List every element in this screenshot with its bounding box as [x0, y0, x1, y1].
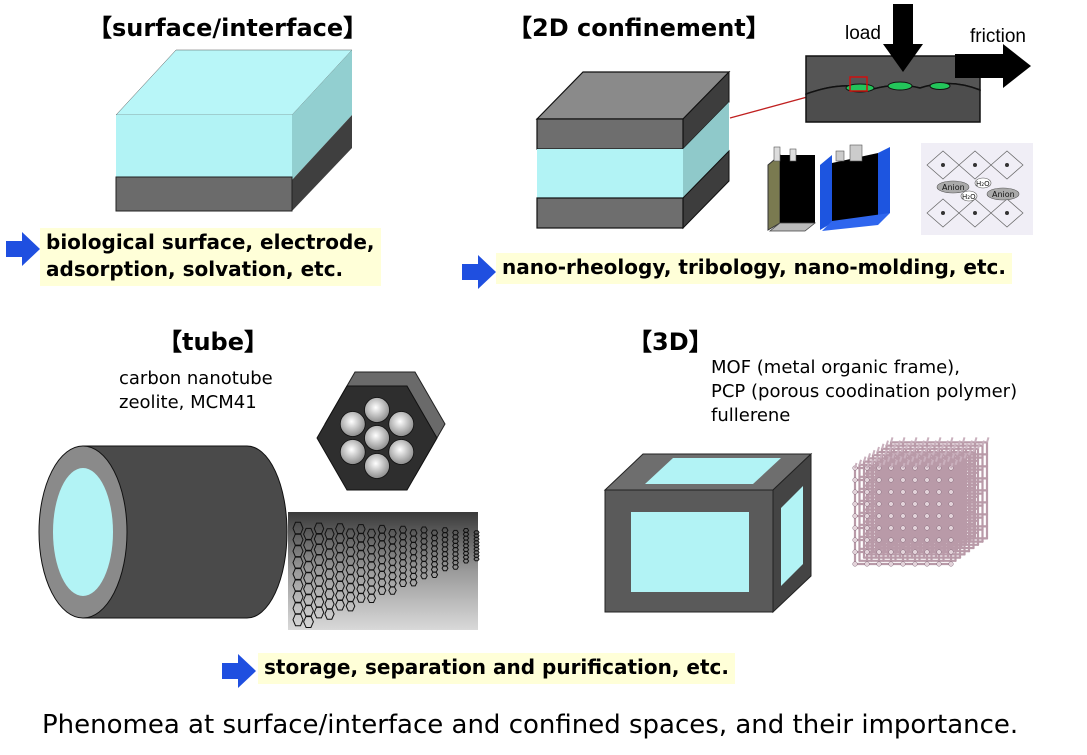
tube-cylinder-illustration [38, 445, 288, 619]
anion-label-1: Anion [942, 183, 965, 192]
surface-note-line-2: adsorption, solvation, etc. [46, 257, 344, 281]
mof-lattice-illustration [852, 437, 990, 567]
surface-applications-note: biological surface, electrode, adsorptio… [40, 228, 381, 286]
surface-block-illustration [115, 49, 353, 212]
load-label: load [845, 23, 881, 44]
friction-inset-illustration [805, 55, 981, 123]
confinement-applications-note: nano-rheology, tribology, nano-molding, … [496, 253, 1012, 284]
tube-examples: carbon nanotube zeolite, MCM41 [119, 367, 273, 415]
blue-arrow-icon [6, 232, 40, 266]
blue-arrow-icon [462, 255, 496, 289]
water-label-1: H₂O [976, 180, 990, 188]
anion-label-2: Anion [992, 190, 1015, 199]
electrode-plates-figure [767, 144, 890, 232]
blue-arrow-icon [222, 654, 256, 688]
3d-example-3: fullerene [711, 405, 791, 426]
friction-arrow-icon [955, 44, 1031, 88]
tube-example-1: carbon nanotube [119, 368, 273, 389]
tube-3d-applications-note: storage, separation and purification, et… [258, 653, 735, 684]
tube-section-title: 【tube】 [158, 328, 269, 356]
surface-note-line-1: biological surface, electrode, [46, 230, 375, 254]
sandwich-block-illustration [535, 70, 731, 230]
hollow-cube-illustration [603, 452, 813, 614]
friction-label: friction [970, 26, 1026, 47]
3d-section-title: 【3D】 [628, 328, 713, 356]
water-label-2: H₂O [962, 193, 976, 201]
carbon-nanotube-illustration [288, 512, 480, 630]
confinement-section-title: 【2D confinement】 [508, 14, 770, 42]
tube-example-2: zeolite, MCM41 [119, 392, 257, 413]
3d-example-1: MOF (metal organic frame), [711, 357, 960, 378]
surface-section-title: 【surface/interface】 [88, 14, 368, 42]
3d-example-2: PCP (porous coodination polymer) [711, 381, 1018, 402]
anion-lattice-figure: Anion H₂O H₂O Anion [921, 143, 1033, 235]
load-arrow-icon [883, 4, 923, 72]
3d-examples: MOF (metal organic frame), PCP (porous c… [711, 356, 1017, 428]
hexagonal-pore-array-illustration [316, 371, 446, 491]
figure-caption: Phenomea at surface/interface and confin… [42, 710, 1019, 740]
